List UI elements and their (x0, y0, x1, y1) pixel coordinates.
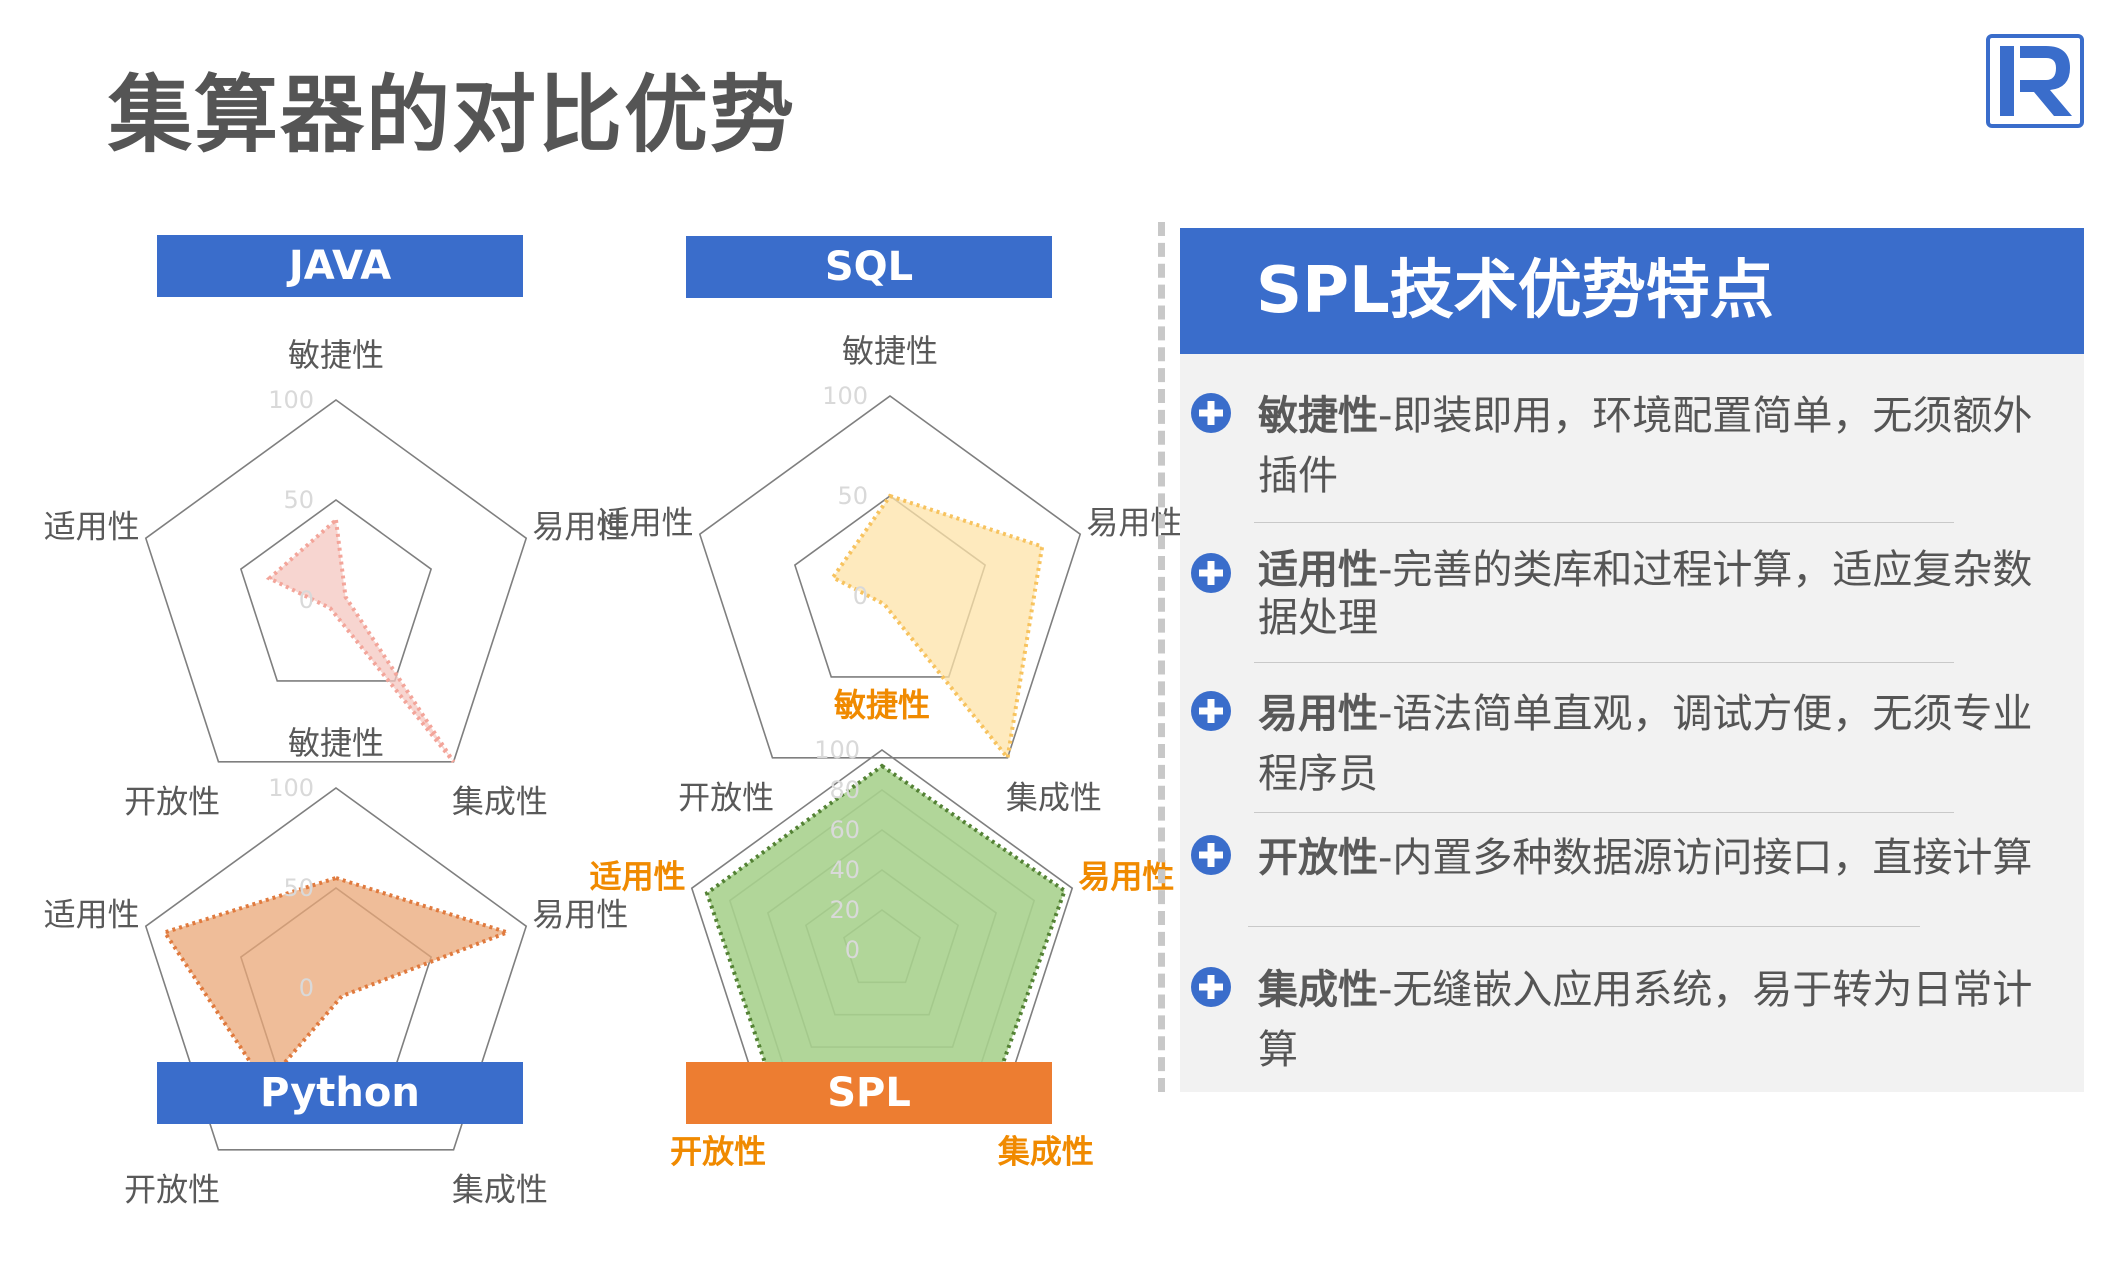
plus-circle-icon (1191, 835, 1231, 875)
feature-separator (1254, 812, 1954, 813)
tick-label: 60 (829, 816, 860, 844)
plus-circle-icon (1191, 967, 1231, 1007)
panel-header: SPL技术优势特点 (1180, 228, 2084, 354)
tick-label: 100 (814, 736, 860, 764)
feature-text: 集成性-无缝嵌入应用系统，易于转为日常计算 (1258, 967, 2033, 1073)
feature-separator (1248, 926, 1920, 927)
axis-label: 适用性 (44, 895, 140, 933)
feature-text: 开放性-内置多种数据源访问接口，直接计算 (1258, 835, 2033, 881)
axis-label: 易用性 (532, 895, 628, 933)
tick-label: 50 (283, 486, 314, 514)
axis-label: 集成性 (997, 1133, 1094, 1171)
grid-ring (144, 399, 528, 763)
axis-label: 集成性 (452, 1171, 548, 1209)
axis-label: 敏捷性 (288, 724, 384, 762)
tick-label: 50 (837, 482, 868, 510)
tick-label: 50 (283, 874, 314, 902)
axis-label: 适用性 (590, 857, 686, 895)
series-area (265, 516, 456, 764)
axis-label: 开放性 (670, 1133, 766, 1171)
axis-label: 集成性 (1006, 779, 1102, 817)
tick-label: 40 (829, 856, 860, 884)
chart-label-java: JAVA (157, 235, 523, 297)
page-title: 集算器的对比优势 (108, 68, 797, 162)
tick-label: 80 (829, 776, 860, 804)
spl-features-panel: SPL技术优势特点 敏捷性-即装即用，环境配置简单，无须额外插件 适用性-完善的… (1180, 228, 2084, 1092)
plus-circle-icon (1191, 553, 1231, 593)
axis-label: 集成性 (452, 783, 548, 821)
axis-label: 开放性 (124, 1171, 220, 1209)
axis-label: 敏捷性 (288, 336, 384, 374)
axis-label: 敏捷性 (842, 332, 938, 370)
axis-label: 适用性 (598, 503, 694, 541)
axis-label: 适用性 (44, 507, 140, 545)
plus-circle-icon (1191, 691, 1231, 731)
series-area (704, 763, 1068, 1101)
tick-label: 0 (845, 936, 860, 964)
feature-text: 易用性-语法简单直观，调试方便，无须专业程序员 (1258, 691, 2033, 797)
plus-circle-icon (1191, 393, 1231, 433)
tick-label: 0 (299, 586, 314, 614)
tick-label: 0 (853, 582, 868, 610)
feature-separator (1254, 522, 1954, 523)
axis-label: 易用性 (1086, 503, 1182, 541)
feature-text: 敏捷性-即装即用，环境配置简单，无须额外插件 (1258, 393, 2033, 499)
dashed-divider (1158, 222, 1165, 1092)
feature-text: 适用性-完善的类库和过程计算，适应复杂数据处理 (1258, 547, 2033, 641)
tick-label: 100 (268, 386, 314, 414)
feature-separator (1254, 662, 1954, 663)
tick-label: 100 (268, 774, 314, 802)
grid-ring (698, 395, 1082, 759)
axis-label: 开放性 (678, 779, 774, 817)
chart-label-sql: SQL (686, 236, 1052, 298)
tick-label: 20 (829, 896, 860, 924)
grid-ring (239, 499, 433, 682)
series-area (829, 493, 1045, 763)
axis-label: 开放性 (124, 783, 220, 821)
chart-label-spl: SPL (686, 1062, 1052, 1124)
series-area (161, 875, 514, 1089)
chart-label-python: Python (157, 1062, 523, 1124)
tick-label: 0 (299, 974, 314, 1002)
axis-label: 易用性 (532, 507, 628, 545)
axis-label: 敏捷性 (834, 686, 930, 724)
tick-label: 100 (822, 382, 868, 410)
grid-ring (144, 787, 528, 1151)
logo (1986, 34, 2084, 128)
